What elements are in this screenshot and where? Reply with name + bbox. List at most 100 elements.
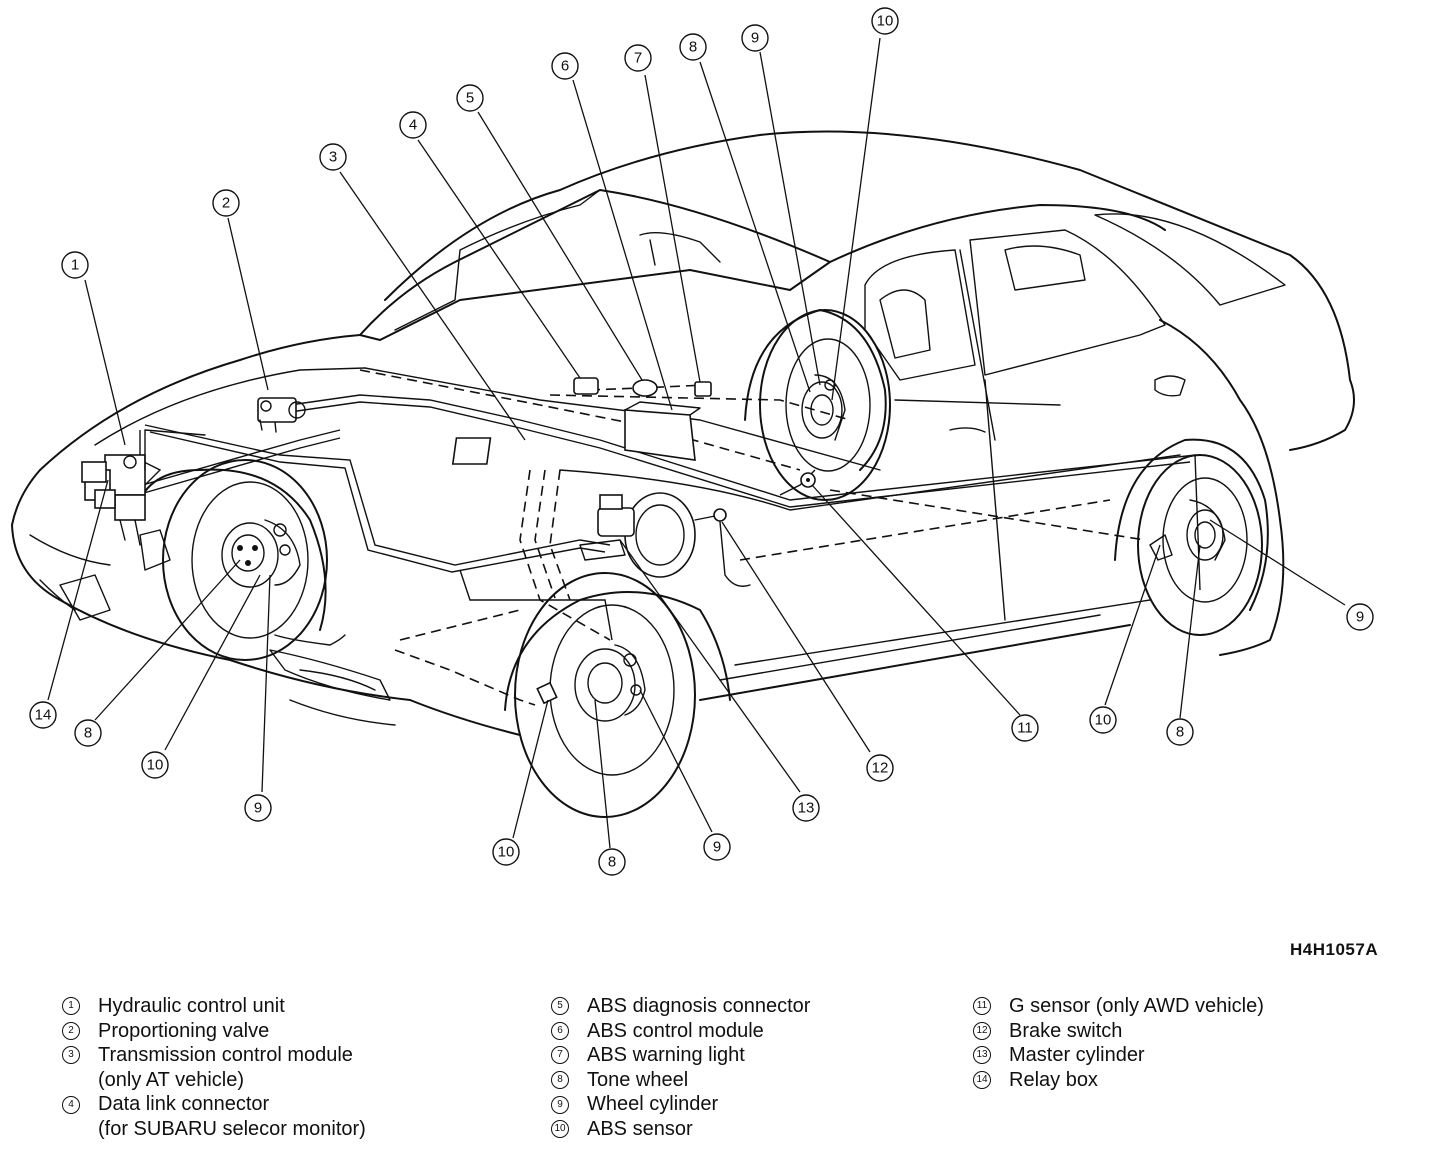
legend-number: 4 <box>62 1095 80 1114</box>
callout-master-cylinder: 13 <box>792 794 820 822</box>
svg-text:8: 8 <box>689 39 697 56</box>
legend-number: 12 <box>973 1021 991 1040</box>
rear-right-wheel <box>1114 438 1269 636</box>
relay-box <box>81 461 171 571</box>
svg-text:8: 8 <box>1176 724 1184 741</box>
legend-item-transmission-control-module: 3 Transmission control module <box>62 1043 366 1068</box>
svg-text:10: 10 <box>1095 712 1112 729</box>
legend-text: Brake switch <box>1009 1019 1123 1042</box>
brake-switch <box>713 508 751 587</box>
callout-labels: 1 2 3 4 5 6 7 8 <box>29 7 1374 876</box>
legend-number: 3 <box>62 1046 80 1065</box>
legend-number: 1 <box>62 997 80 1016</box>
abs-warning-light <box>694 381 712 397</box>
callout-tone-wheel: 8 <box>1166 718 1194 746</box>
brake-pipes <box>124 394 1201 641</box>
callout-proportioning-valve: 2 <box>212 189 240 217</box>
legend-item-g-sensor: 11 G sensor (only AWD vehicle) <box>973 994 1264 1019</box>
callout-tone-wheel: 8 <box>598 848 626 876</box>
legend-number: 5 <box>551 997 569 1016</box>
legend-text: Hydraulic control unit <box>98 995 285 1017</box>
transmission-control-module <box>451 437 492 465</box>
legend-number: 8 <box>551 1071 569 1090</box>
front-left-wheel <box>134 459 328 661</box>
callout-tone-wheel: 8 <box>679 33 707 61</box>
legend-number: 9 <box>551 1095 569 1114</box>
legend-text: ABS control module <box>587 1019 764 1042</box>
svg-text:7: 7 <box>634 50 642 67</box>
svg-text:9: 9 <box>1356 609 1364 626</box>
rear-left-wheel <box>744 309 891 501</box>
svg-text:10: 10 <box>147 757 164 774</box>
legend-item-tone-wheel: 8 Tone wheel <box>551 1068 810 1093</box>
legend-item-relay-box: 14 Relay box <box>973 1068 1264 1093</box>
proportioning-valve <box>257 397 306 433</box>
callout-tone-wheel: 8 <box>74 719 102 747</box>
callout-brake-switch: 12 <box>866 754 894 782</box>
callout-hydraulic-control-unit: 1 <box>61 251 89 279</box>
legend-number: 10 <box>551 1120 569 1139</box>
callout-wheel-cylinder: 9 <box>244 794 272 822</box>
legend-item-data-link-connector: 4 Data link connector <box>62 1092 366 1117</box>
svg-text:1: 1 <box>71 257 79 274</box>
callout-wheel-cylinder: 9 <box>741 24 769 52</box>
abs-component-layout-diagram: 1 2 3 4 5 6 7 8 <box>11 7 1374 876</box>
svg-text:8: 8 <box>608 854 616 871</box>
callout-g-sensor: 11 <box>1011 714 1039 742</box>
callout-abs-sensor: 10 <box>141 751 169 779</box>
callout-relay-box: 14 <box>29 701 57 729</box>
svg-text:14: 14 <box>35 707 52 724</box>
svg-text:9: 9 <box>713 839 721 856</box>
legend-item-abs-sensor: 10 ABS sensor <box>551 1117 810 1142</box>
legend-item-brake-switch: 12 Brake switch <box>973 1019 1264 1044</box>
legend-column-3: 11 G sensor (only AWD vehicle) 12 Brake … <box>973 994 1264 1092</box>
svg-text:10: 10 <box>877 13 894 30</box>
legend-item-abs-warning-light: 7 ABS warning light <box>551 1043 810 1068</box>
legend-item-abs-diagnosis-connector: 5 ABS diagnosis connector <box>551 994 810 1019</box>
legend-item-hydraulic-control-unit: 1 Hydraulic control unit <box>62 994 366 1019</box>
callout-abs-sensor: 10 <box>492 838 520 866</box>
legend-continuation: (only AT vehicle) <box>98 1068 244 1091</box>
svg-text:12: 12 <box>872 760 889 777</box>
legend-text: Master cylinder <box>1009 1044 1145 1067</box>
svg-text:2: 2 <box>222 195 230 212</box>
legend-text: G sensor (only AWD vehicle) <box>1009 995 1264 1017</box>
legend-item-abs-control-module: 6 ABS control module <box>551 1019 810 1044</box>
svg-text:3: 3 <box>329 149 337 166</box>
hydraulic-control-unit <box>84 429 206 546</box>
callout-abs-warning-light: 7 <box>624 44 652 72</box>
legend-text: Proportioning valve <box>98 1019 270 1042</box>
callout-data-link-connector: 4 <box>399 111 427 139</box>
leader-lines <box>47 37 1346 849</box>
callout-abs-diagnosis-connector: 5 <box>456 84 484 112</box>
callout-wheel-cylinder: 9 <box>1346 603 1374 631</box>
callout-abs-sensor: 10 <box>1089 706 1117 734</box>
front-right-wheel <box>504 572 731 818</box>
svg-text:5: 5 <box>466 90 474 107</box>
legend-number: 13 <box>973 1046 991 1065</box>
legend-text: Tone wheel <box>587 1068 689 1091</box>
figure-reference-code: H4H1057A <box>1290 940 1379 959</box>
wiring-harness <box>359 369 1146 706</box>
legend-item-proportioning-valve: 2 Proportioning valve <box>62 1019 366 1044</box>
legend-continuation: (for SUBARU selecor monitor) <box>98 1117 366 1140</box>
legend-number: 11 <box>973 997 991 1016</box>
legend-number: 6 <box>551 1021 569 1040</box>
svg-text:10: 10 <box>498 844 515 861</box>
legend-item-master-cylinder: 13 Master cylinder <box>973 1043 1264 1068</box>
svg-text:4: 4 <box>409 117 417 134</box>
svg-text:8: 8 <box>84 725 92 742</box>
callout-wheel-cylinder: 9 <box>703 833 731 861</box>
master-cylinder <box>579 492 721 578</box>
legend-text: Wheel cylinder <box>587 1093 719 1116</box>
legend-text: ABS warning light <box>587 1044 745 1067</box>
legend-text: Data link connector <box>98 1093 270 1116</box>
legend-column-2: 5 ABS diagnosis connector 6 ABS control … <box>551 994 810 1142</box>
callout-abs-control-module: 6 <box>551 52 579 80</box>
svg-text:9: 9 <box>254 800 262 817</box>
legend-number: 7 <box>551 1046 569 1065</box>
svg-text:11: 11 <box>1017 720 1033 737</box>
legend-number: 2 <box>62 1021 80 1040</box>
callout-transmission-control-module: 3 <box>319 143 347 171</box>
legend-column-1: 1 Hydraulic control unit 2 Proportioning… <box>62 994 366 1142</box>
